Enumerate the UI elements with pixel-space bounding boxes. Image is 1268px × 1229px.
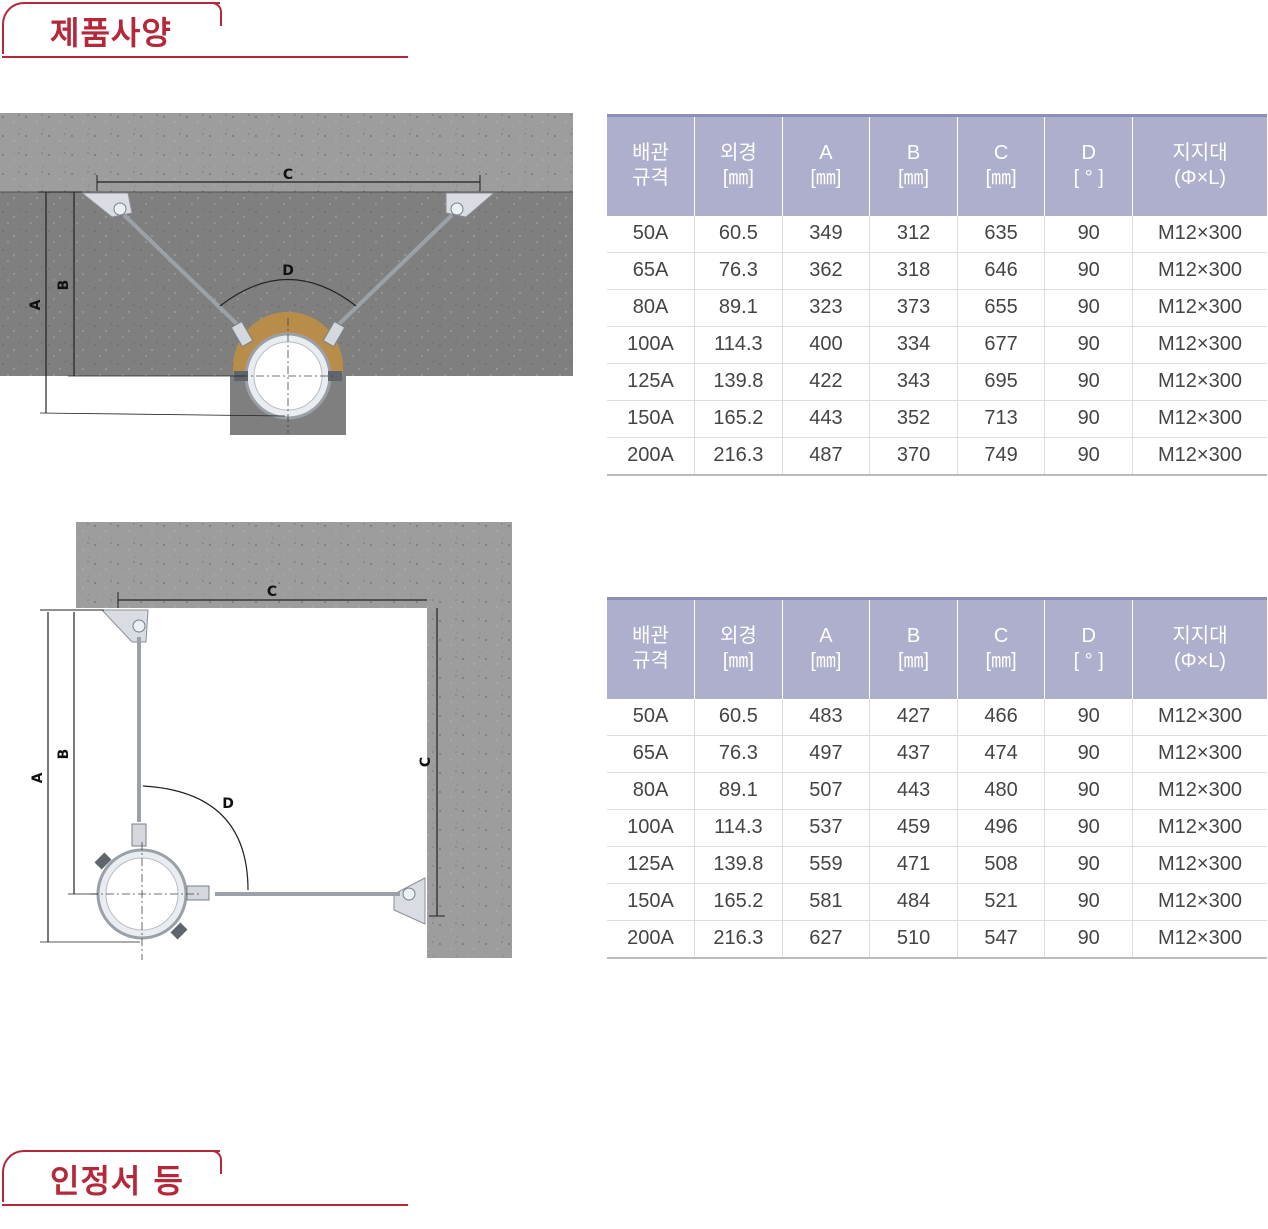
dim-label-c-side: C bbox=[418, 757, 434, 767]
section-underline bbox=[2, 56, 408, 58]
header-support: 지지대(Φ×L) bbox=[1132, 114, 1267, 216]
header-a: A[㎜] bbox=[782, 597, 871, 699]
dim-label-d: D bbox=[222, 796, 234, 812]
header-b: B[㎜] bbox=[869, 114, 958, 216]
tab-cap bbox=[208, 2, 222, 26]
dim-label-a: A bbox=[28, 299, 44, 310]
section-tab-spec: 제품사양 bbox=[2, 2, 222, 54]
diagram-l-brace: C C D A B bbox=[0, 522, 520, 962]
header-b: B[㎜] bbox=[869, 597, 958, 699]
header-outer-diameter: 외경[㎜] bbox=[694, 114, 783, 216]
section-title-certificates: 인정서 등 bbox=[50, 1162, 184, 1200]
section-underline bbox=[2, 1204, 408, 1206]
dim-label-c-top: C bbox=[267, 584, 277, 600]
diagram-v-brace-svg: C D A B bbox=[0, 113, 573, 435]
section-tab-certificates: 인정서 등 bbox=[2, 1150, 222, 1202]
dim-label-b: B bbox=[56, 280, 72, 291]
diagram-v-brace: C D A B bbox=[0, 113, 575, 435]
header-d: D[ ° ] bbox=[1044, 597, 1133, 699]
diagram-l-brace-svg: C C D A B bbox=[30, 522, 512, 960]
header-support: 지지대(Φ×L) bbox=[1132, 597, 1267, 699]
dim-label-b: B bbox=[56, 749, 72, 760]
header-outer-diameter: 외경[㎜] bbox=[694, 597, 783, 699]
section-title-spec: 제품사양 bbox=[50, 14, 172, 52]
header-d: D[ ° ] bbox=[1044, 114, 1133, 216]
header-c: C[㎜] bbox=[957, 114, 1046, 216]
header-a: A[㎜] bbox=[782, 114, 871, 216]
tab-cap bbox=[208, 1150, 222, 1174]
dim-label-c: C bbox=[283, 167, 293, 183]
dim-label-a: A bbox=[30, 772, 46, 783]
dim-label-d: D bbox=[282, 263, 294, 279]
header-c: C[㎜] bbox=[957, 597, 1046, 699]
